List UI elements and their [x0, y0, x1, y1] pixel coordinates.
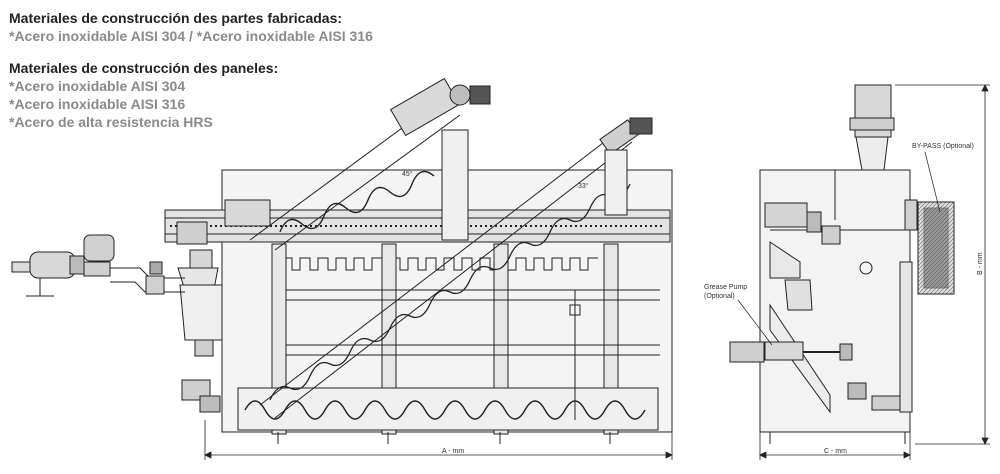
bypass-leader-line	[924, 151, 941, 213]
inclined-auger-shallow	[259, 117, 653, 420]
dimension-c-label: C - mm	[824, 448, 847, 455]
inlet-pipe	[11, 234, 185, 297]
panel-material-item: *Acero inoxidable AISI 304	[9, 78, 186, 94]
parts-materials-list: *Acero inoxidable AISI 304 / *Acero inox…	[9, 28, 373, 44]
front-view-machine	[729, 84, 955, 444]
dimension-c	[759, 432, 911, 460]
bypass-label: BY-PASS (Optional)	[912, 143, 974, 150]
dimension-a-label: A - mm	[442, 448, 464, 455]
dimension-b	[895, 84, 990, 445]
angle-33-label: 33°	[578, 182, 589, 190]
dimension-b-label: B - mm	[977, 252, 984, 275]
grease-pump-leader-line	[737, 299, 773, 346]
dimension-a	[204, 420, 673, 460]
panel-material-item: *Acero inoxidable AISI 316	[9, 96, 186, 112]
panel-material-item: *Acero de alta resistencia HRS	[9, 114, 213, 130]
grease-pump-label: Grease Pump	[704, 284, 747, 291]
materials-text-block: Materiales de construcción des partes fa…	[9, 9, 373, 131]
inclined-auger-steep	[249, 77, 491, 251]
panels-materials-heading: Materiales de construcción des paneles:	[9, 60, 279, 76]
grease-pump-optional-label: (Optional)	[704, 293, 735, 300]
angle-45-label: 45°	[402, 170, 413, 178]
parts-materials-heading: Materiales de construcción des partes fa…	[9, 10, 343, 26]
